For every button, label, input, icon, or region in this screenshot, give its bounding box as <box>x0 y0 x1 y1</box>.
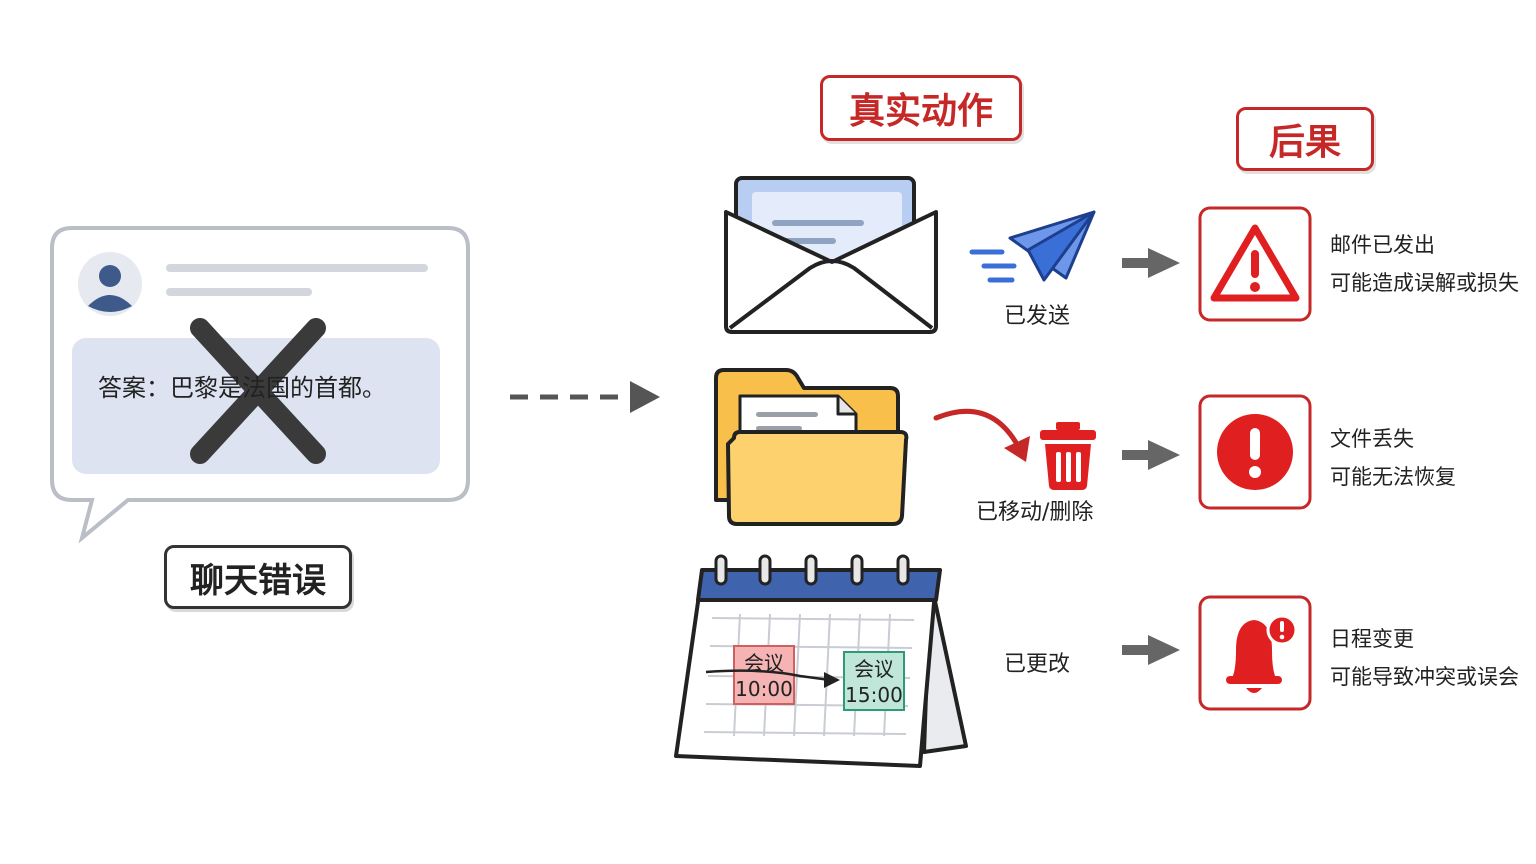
consequence-schedule: 日程变更 可能导致冲突或误会 <box>1330 620 1519 696</box>
paper-plane-icon <box>969 210 1096 283</box>
text-placeholder-line <box>166 288 312 296</box>
event-before-time: 10:00 <box>735 677 793 701</box>
consequence-line: 可能造成误解或损失 <box>1330 271 1519 295</box>
arrow-to-consequence <box>1122 635 1180 665</box>
folder-icon <box>714 368 909 526</box>
event-after <box>843 651 905 711</box>
calendar-icon <box>674 554 968 768</box>
chat-error-label: 聊天错误 <box>164 545 352 609</box>
event-before-title: 会议 <box>744 651 784 675</box>
consequence-line: 可能导致冲突或误会 <box>1330 665 1519 689</box>
consequence-line: 可能无法恢复 <box>1330 465 1456 489</box>
consequence-file: 文件丢失 可能无法恢复 <box>1330 420 1456 496</box>
consequence-line: 日程变更 <box>1330 627 1414 651</box>
status-moved-deleted: 已移动/删除 <box>976 500 1094 525</box>
cross-mark-icon <box>190 318 326 464</box>
consequence-line: 文件丢失 <box>1330 427 1414 451</box>
envelope-icon <box>724 176 938 334</box>
avatar <box>78 252 142 316</box>
status-sent: 已发送 <box>1004 304 1071 329</box>
curved-arrow-icon <box>933 408 1030 462</box>
text-placeholder-line <box>166 264 428 272</box>
event-before <box>733 645 795 705</box>
actions-header: 真实动作 <box>820 75 1022 141</box>
dashed-arrow <box>510 381 660 413</box>
consequence-email: 邮件已发出 可能造成误解或损失 <box>1330 226 1519 302</box>
consequence-line: 邮件已发出 <box>1330 233 1435 257</box>
consequences-header: 后果 <box>1236 107 1374 171</box>
arrow-to-consequence <box>1122 248 1180 278</box>
arrow-to-consequence <box>1122 440 1180 470</box>
bell-alert-icon <box>1198 595 1312 711</box>
exclamation-circle-icon <box>1198 394 1312 510</box>
trash-icon <box>1040 422 1096 490</box>
event-after-title: 会议 <box>854 657 894 681</box>
event-after-text: 会议 15:00 <box>844 656 904 708</box>
status-changed: 已更改 <box>1004 652 1071 677</box>
warning-triangle-icon <box>1198 206 1312 322</box>
event-after-time: 15:00 <box>845 683 903 707</box>
event-before-text: 会议 10:00 <box>734 650 794 702</box>
chat-answer-text: 答案：巴黎是法国的首都。 <box>98 374 386 402</box>
